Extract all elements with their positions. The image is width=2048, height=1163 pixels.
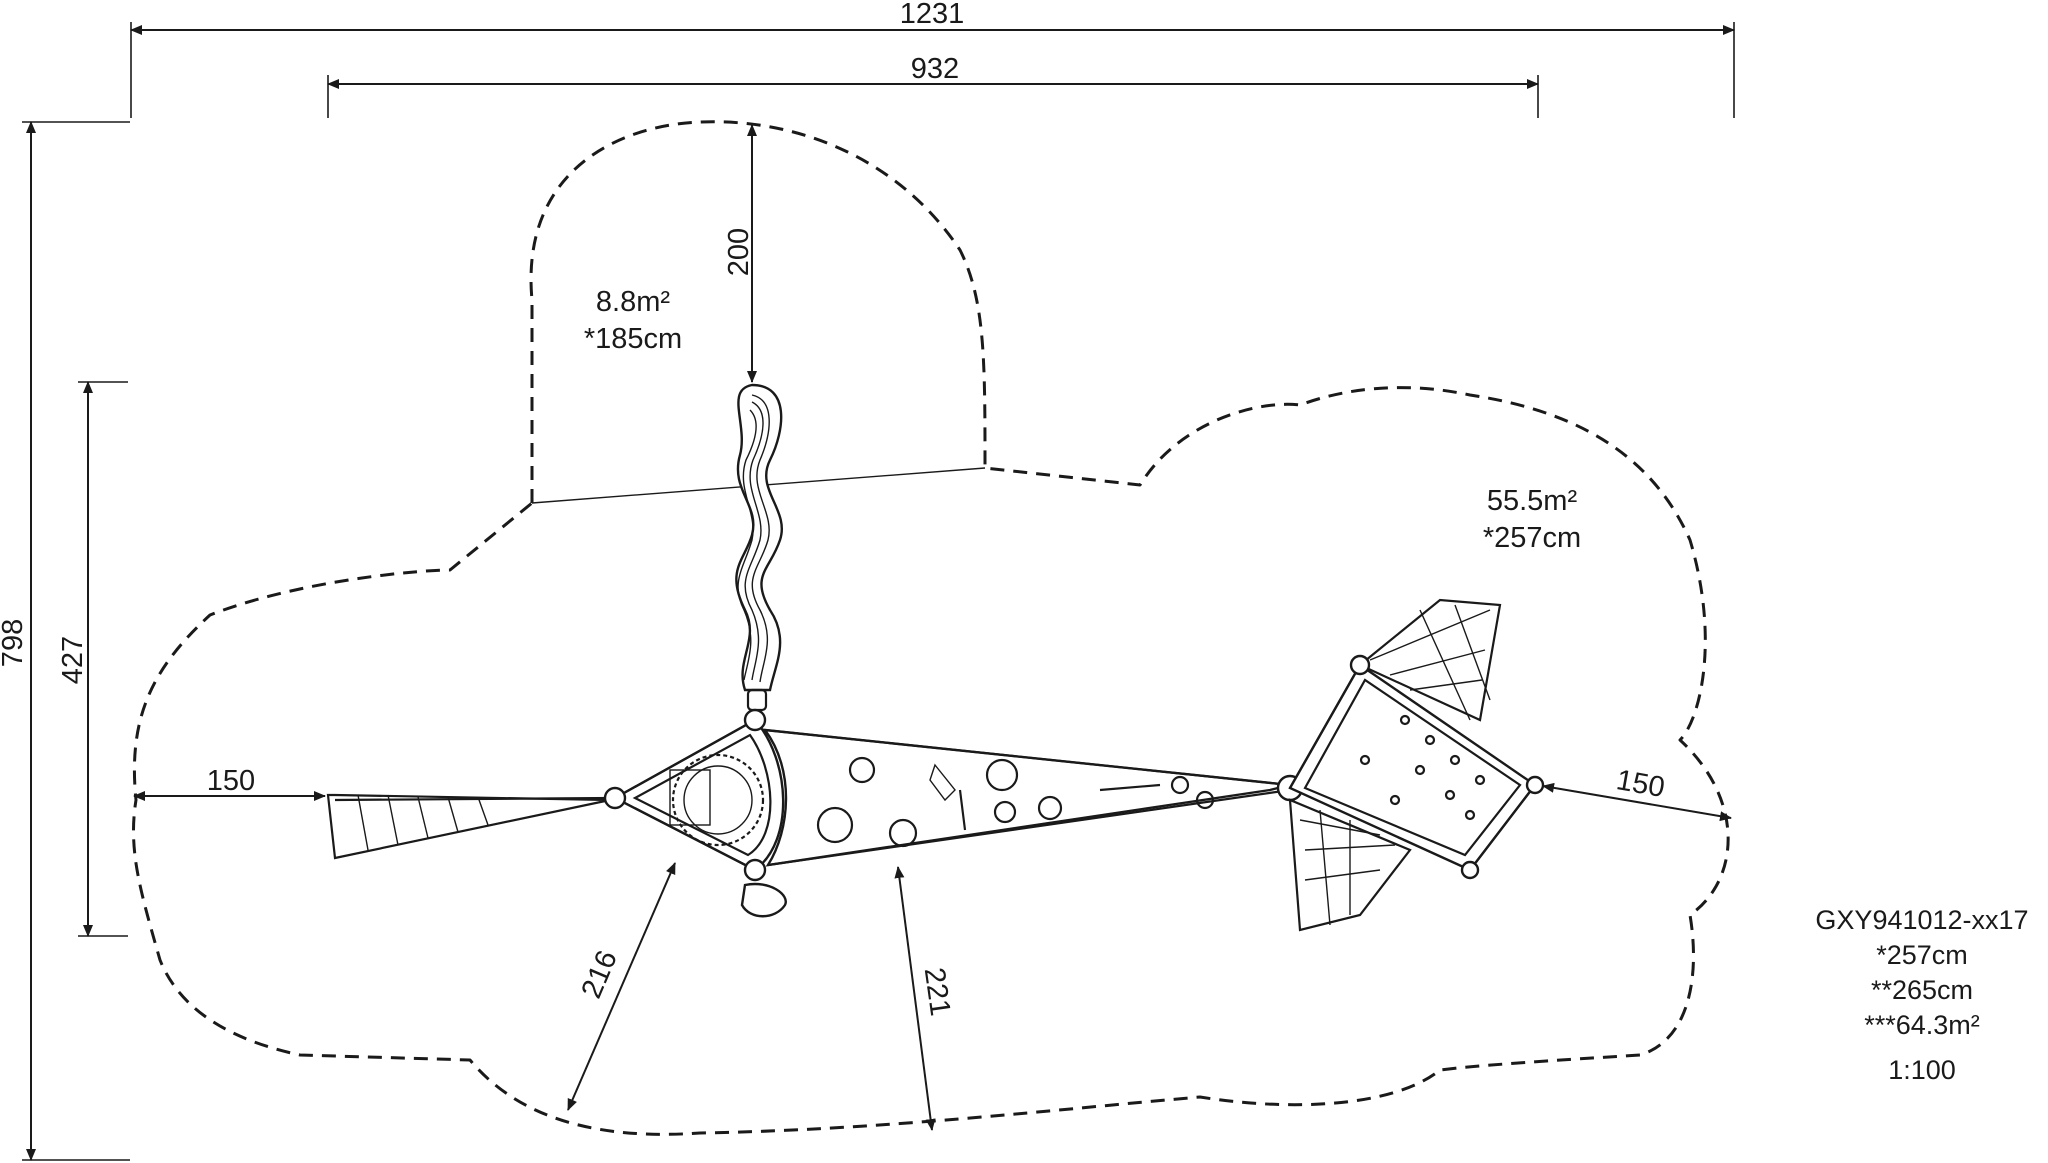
label-inner-width: 932 — [911, 53, 959, 85]
label-right-clearance: 150 — [1614, 764, 1667, 804]
triangle-tower — [603, 708, 787, 918]
dim-right-clearance — [1542, 782, 1732, 822]
dim-overall-height — [22, 121, 130, 1161]
spec-max-height: **265cm — [1871, 975, 1973, 1005]
spec-scale: 1:100 — [1888, 1055, 1956, 1085]
spec-model: GXY941012-xx17 — [1815, 905, 2028, 935]
ladder — [326, 793, 613, 860]
right-tower — [1276, 598, 1545, 932]
dim-inner-width — [327, 75, 1539, 118]
spec-fall-height: *257cm — [1876, 940, 1968, 970]
slide-zone-fall-height: *185cm — [584, 323, 682, 355]
dim-bottom-left-clearance — [567, 862, 676, 1111]
safety-zone-outline — [132, 120, 1730, 1136]
spec-total-area: ***64.3m² — [1864, 1010, 1980, 1040]
dim-overall-width — [130, 22, 1735, 118]
wavy-slide — [735, 383, 783, 712]
label-bottom-left-clearance: 216 — [576, 946, 624, 1003]
dim-equipment-depth — [78, 381, 128, 937]
slide-zone-area: 8.8m² — [596, 286, 670, 318]
spec-block: GXY941012-xx17 *257cm **265cm ***64.3m² … — [1815, 905, 2028, 1085]
label-overall-width: 1231 — [900, 0, 965, 30]
label-equipment-depth: 427 — [57, 636, 89, 684]
main-zone-fall-height: *257cm — [1483, 522, 1581, 554]
label-left-clearance: 150 — [207, 765, 255, 797]
bridge-section — [762, 728, 1291, 867]
label-bottom-center-clearance: 221 — [918, 966, 956, 1018]
label-overall-height: 798 — [0, 619, 29, 667]
main-zone-area: 55.5m² — [1487, 485, 1578, 517]
dim-bottom-center-clearance — [894, 866, 936, 1131]
label-slide-clearance: 200 — [723, 228, 755, 276]
